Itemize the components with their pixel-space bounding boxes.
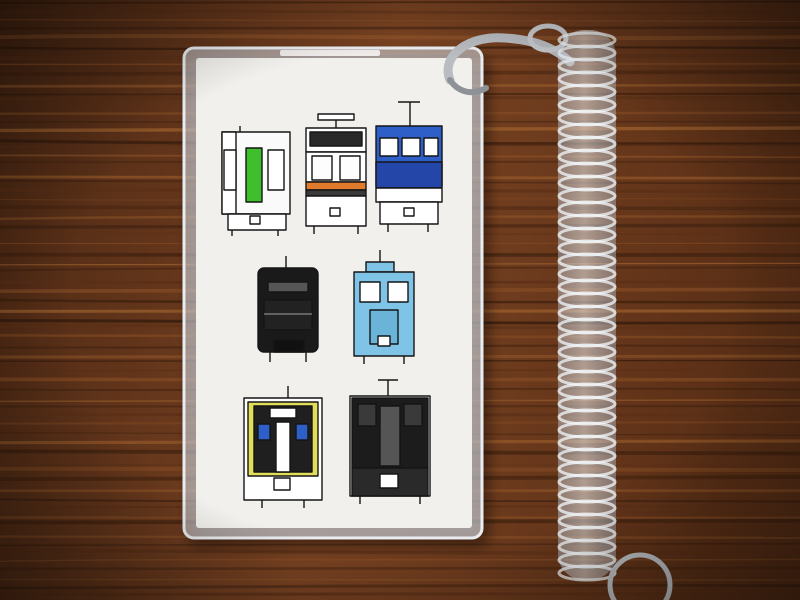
vignette [0,0,800,600]
photo-scene [0,0,800,600]
